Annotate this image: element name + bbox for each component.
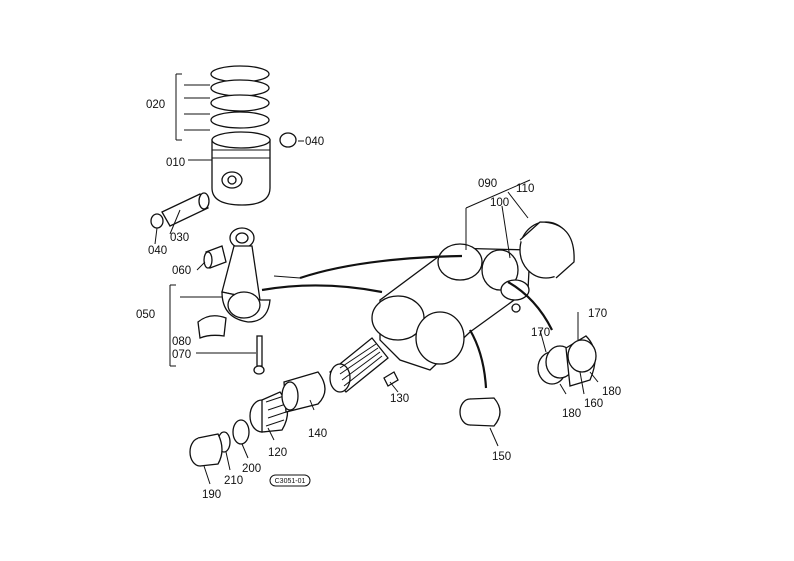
label-070: 070 xyxy=(172,349,191,361)
crankshaft xyxy=(329,243,531,393)
label-180-left: 180 xyxy=(562,408,581,420)
oil-seal xyxy=(232,419,250,445)
circlip-left xyxy=(150,213,164,229)
piston-pin xyxy=(161,192,210,227)
rod-bolt xyxy=(253,335,265,375)
label-040-right: 040 xyxy=(305,136,324,148)
label-120: 120 xyxy=(268,447,287,459)
label-080: 080 xyxy=(172,336,191,348)
front-bearing xyxy=(519,221,575,279)
label-040-left: 040 xyxy=(148,245,167,257)
crankshaft-gear xyxy=(249,391,289,433)
piston xyxy=(211,131,271,206)
label-100: 100 xyxy=(490,197,509,209)
small-end-bushing xyxy=(203,245,227,269)
label-190: 190 xyxy=(202,489,221,501)
main-bearing xyxy=(459,397,501,427)
label-210: 210 xyxy=(224,475,243,487)
label-140: 140 xyxy=(308,428,327,440)
leader-lines xyxy=(154,73,599,485)
rod-bearing xyxy=(197,315,227,339)
piston-ring-set xyxy=(210,65,270,129)
circlip-right xyxy=(279,132,297,148)
label-050: 050 xyxy=(136,309,155,321)
bearing-case-assembly xyxy=(537,335,597,387)
label-060: 060 xyxy=(172,265,191,277)
label-110: 110 xyxy=(516,183,534,195)
label-090: 090 xyxy=(478,178,497,190)
label-170-left: 170 xyxy=(531,327,550,339)
crank-key xyxy=(383,371,399,387)
label-010: 010 xyxy=(166,157,185,169)
diagram-code-badge: C3051-01 xyxy=(269,474,311,487)
collar xyxy=(189,433,223,467)
label-030: 030 xyxy=(170,232,189,244)
callout-labels: 020 010 040 040 030 060 050 080 070 090 … xyxy=(136,99,621,501)
label-160: 160 xyxy=(584,398,603,410)
assembly-arrows xyxy=(261,254,553,389)
label-020: 020 xyxy=(146,99,165,111)
label-130: 130 xyxy=(390,393,409,405)
label-150: 150 xyxy=(492,451,511,463)
label-170-right: 170 xyxy=(588,308,607,320)
diagram-code: C3051-01 xyxy=(275,478,306,485)
label-180-right: 180 xyxy=(602,386,621,398)
spacer-ring xyxy=(281,371,326,413)
label-200: 200 xyxy=(242,463,261,475)
connecting-rod xyxy=(221,227,271,323)
